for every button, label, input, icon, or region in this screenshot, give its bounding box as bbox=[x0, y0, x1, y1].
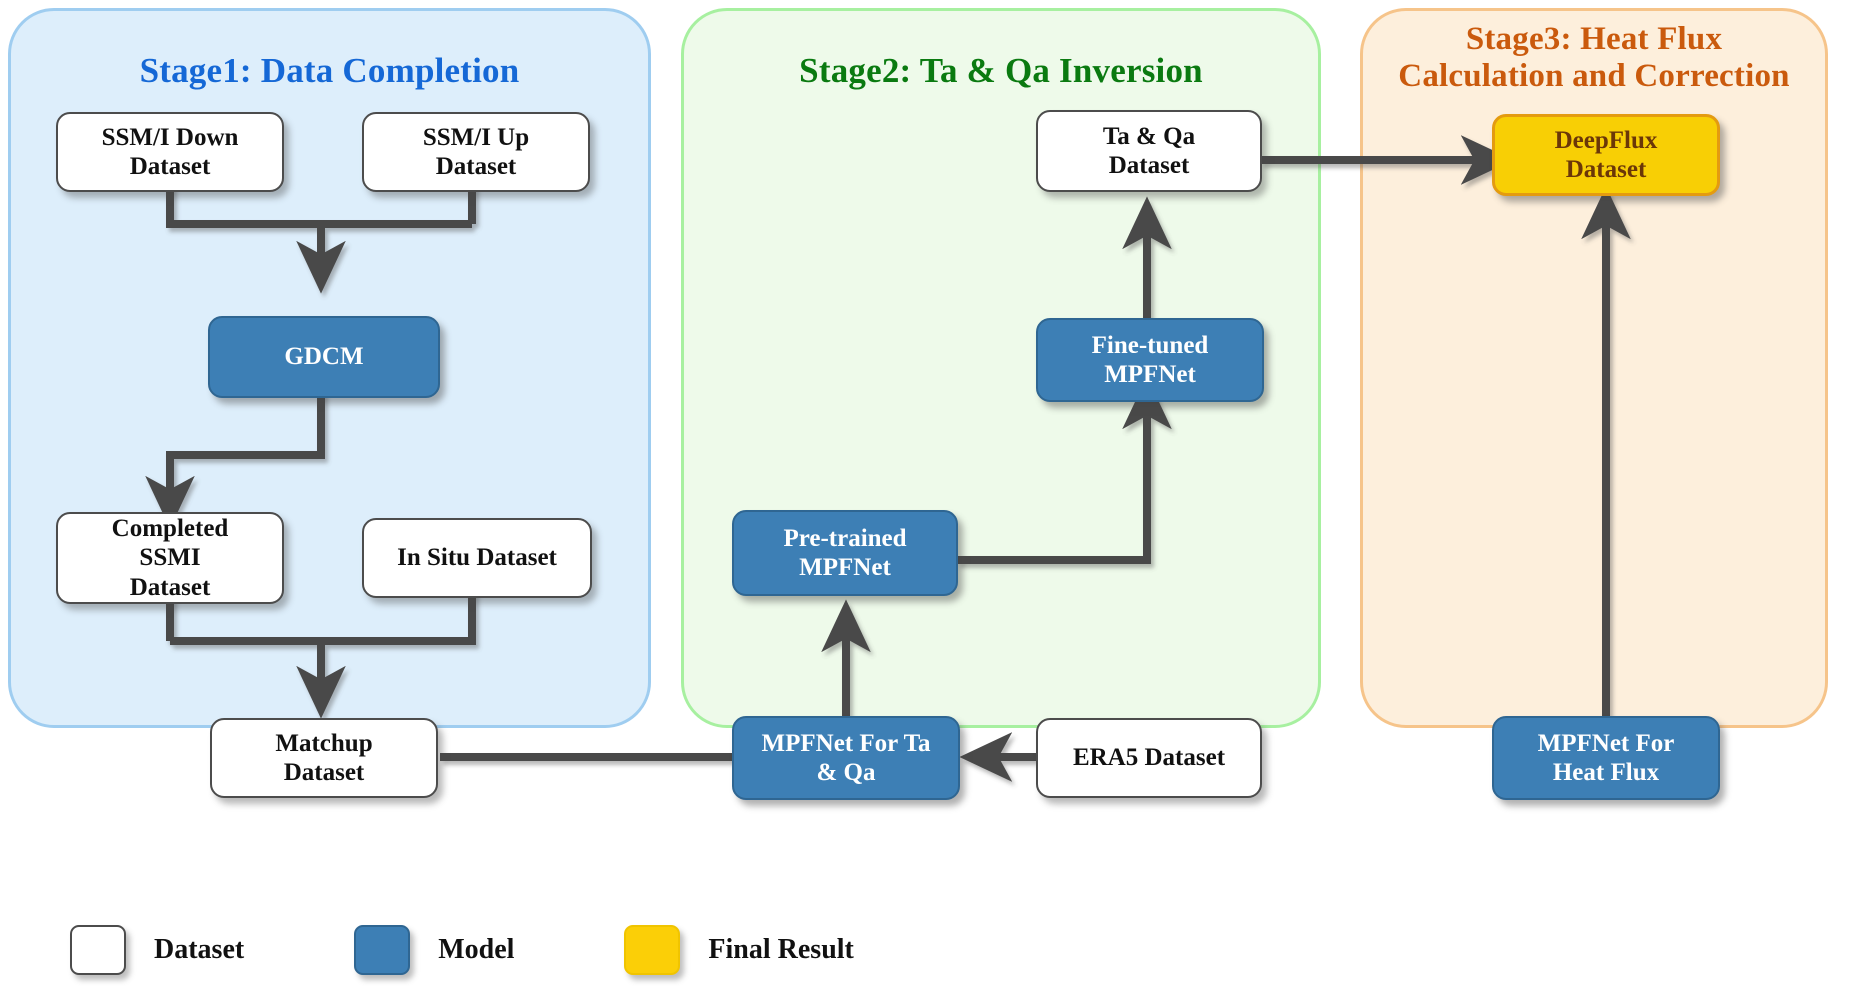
node-ta-qa-dataset[interactable]: Ta & Qa Dataset bbox=[1036, 110, 1262, 192]
node-ssmi-down-dataset[interactable]: SSM/I Down Dataset bbox=[56, 112, 284, 192]
legend-item-final-result: Final Result bbox=[624, 925, 854, 975]
node-deepflux-dataset-result[interactable]: DeepFlux Dataset bbox=[1492, 114, 1720, 196]
legend-label-dataset: Dataset bbox=[154, 934, 245, 965]
node-completed-ssmi-dataset[interactable]: Completed SSMI Dataset bbox=[56, 512, 284, 604]
node-ssmi-up-dataset[interactable]: SSM/I Up Dataset bbox=[362, 112, 590, 192]
node-era5-dataset[interactable]: ERA5 Dataset bbox=[1036, 718, 1262, 798]
legend-item-model: Model bbox=[354, 925, 514, 975]
legend-swatch-final-result-icon bbox=[624, 925, 681, 975]
node-matchup-dataset[interactable]: Matchup Dataset bbox=[210, 718, 438, 798]
node-mpfnet-for-ta-qa-model[interactable]: MPFNet For Ta & Qa bbox=[732, 716, 960, 800]
legend-label-final-result: Final Result bbox=[708, 934, 854, 965]
node-in-situ-dataset[interactable]: In Situ Dataset bbox=[362, 518, 592, 598]
node-gdcm-model[interactable]: GDCM bbox=[208, 316, 440, 398]
node-fine-tuned-mpfnet-model[interactable]: Fine-tuned MPFNet bbox=[1036, 318, 1264, 402]
legend-swatch-dataset-icon bbox=[70, 925, 126, 975]
legend: Dataset Model Final Result bbox=[70, 920, 854, 980]
node-mpfnet-for-heat-flux-model[interactable]: MPFNet For Heat Flux bbox=[1492, 716, 1720, 800]
stage-3-title: Stage3: Heat Flux Calculation and Correc… bbox=[1398, 21, 1790, 94]
node-pre-trained-mpfnet-model[interactable]: Pre-trained MPFNet bbox=[732, 510, 958, 596]
legend-item-dataset: Dataset bbox=[70, 925, 244, 975]
stage-2-title: Stage2: Ta & Qa Inversion bbox=[799, 51, 1203, 90]
legend-swatch-model-icon bbox=[354, 925, 411, 975]
stage-1-title: Stage1: Data Completion bbox=[139, 51, 520, 90]
legend-label-model: Model bbox=[438, 934, 515, 965]
